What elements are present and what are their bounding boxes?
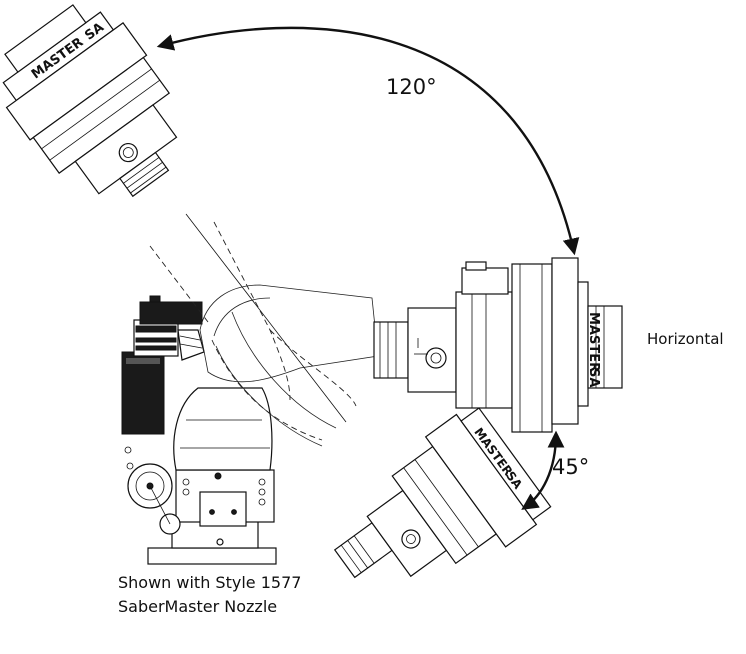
nozzle-horizontal-brand-partial: SA xyxy=(586,368,601,387)
angle-label-upper: 120° xyxy=(386,75,437,99)
nozzle-lower-position: MASTER SA xyxy=(333,407,552,579)
nozzle-horizontal-shroud xyxy=(511,263,553,433)
nozzle-lower-port xyxy=(401,529,421,549)
gear-housing xyxy=(173,387,273,471)
bolt xyxy=(231,509,237,515)
nozzle-horizontal-port xyxy=(425,347,447,369)
motor-mount xyxy=(139,301,203,325)
angle-label-lower: 45° xyxy=(552,455,589,479)
motor-body xyxy=(121,351,165,435)
angle-arc-upper xyxy=(156,26,580,256)
horizontal-label: Horizontal xyxy=(647,330,724,348)
caption-line-2: SaberMaster Nozzle xyxy=(118,597,277,616)
angle-arc-lower xyxy=(521,430,565,510)
base-flange xyxy=(147,547,277,565)
nozzle-horizontal-coupling xyxy=(373,321,409,379)
range-guide-lines xyxy=(149,221,357,441)
bolt xyxy=(209,509,215,515)
nozzle-upper-position: MASTER SA xyxy=(2,4,178,198)
bolt xyxy=(216,538,224,546)
nozzle-upper-port xyxy=(118,142,138,163)
nozzle-horizontal-outlet xyxy=(587,305,623,389)
nozzle-horizontal-tip xyxy=(551,257,579,425)
caption-line-1: Shown with Style 1577 xyxy=(118,573,301,592)
monitor-base xyxy=(124,387,277,565)
nozzle-horizontal-position: MASTER SA xyxy=(373,257,623,433)
actuator-motor xyxy=(121,295,205,435)
base-plate xyxy=(199,491,247,527)
nozzle-horizontal-brand: MASTER xyxy=(586,312,601,372)
nozzle-horizontal-body xyxy=(455,291,513,409)
bolt xyxy=(214,472,222,480)
